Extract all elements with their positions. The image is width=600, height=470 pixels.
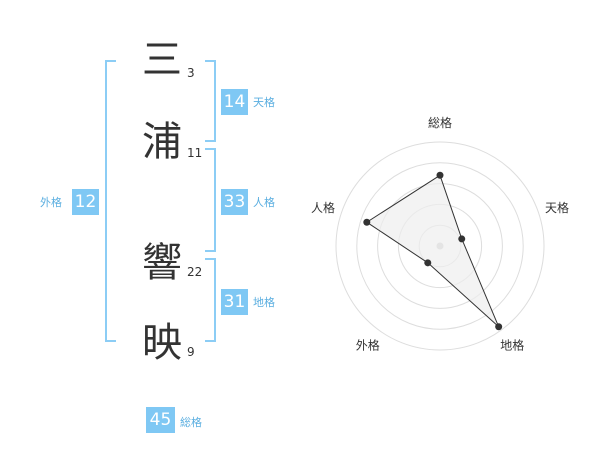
- name-char-2: 浦: [142, 119, 182, 165]
- radar-point-4: [424, 259, 432, 267]
- radar-axis-label-5: 人格: [311, 200, 335, 215]
- chikaku-value: 31: [221, 289, 248, 315]
- gaikaku-value: 12: [72, 189, 99, 215]
- soukaku-label: 総格: [180, 416, 202, 429]
- jinkaku-label: 人格: [253, 196, 275, 209]
- radar-point-5: [363, 218, 371, 226]
- stroke-count-2: 11: [187, 146, 203, 160]
- radar-ring: [335, 141, 545, 351]
- radar-axis-label-2: 天格: [545, 200, 569, 215]
- radar-ring: [356, 162, 524, 330]
- radar-shape: [363, 171, 503, 331]
- tenkaku-label: 天格: [253, 96, 275, 109]
- jinkaku-bracket: [205, 148, 216, 252]
- name-char-3: 響: [142, 240, 182, 286]
- radar-axis-label-4: 外格: [356, 338, 380, 353]
- name-char-1: 三: [142, 37, 182, 83]
- tenkaku-value: 14: [221, 89, 248, 115]
- radar-axis-label-1: 総格: [428, 115, 452, 130]
- name-char-4: 映: [142, 320, 182, 366]
- radar-point-3: [495, 323, 503, 331]
- radar-point-2: [458, 235, 466, 243]
- radar-point-1: [436, 171, 444, 179]
- tenkaku-bracket: [205, 60, 216, 142]
- stroke-count-1: 3: [187, 66, 195, 80]
- stroke-count-3: 22: [187, 265, 203, 279]
- radar-axis-label-3: 地格: [500, 338, 524, 353]
- gaikaku-bracket: [105, 60, 116, 342]
- radar-polygon: [365, 174, 500, 328]
- stroke-count-4: 9: [187, 345, 195, 359]
- gaikaku-label: 外格: [40, 196, 62, 209]
- chikaku-bracket: [205, 258, 216, 342]
- soukaku-value: 45: [146, 407, 175, 433]
- jinkaku-value: 33: [221, 189, 248, 215]
- chikaku-label: 地格: [253, 296, 275, 309]
